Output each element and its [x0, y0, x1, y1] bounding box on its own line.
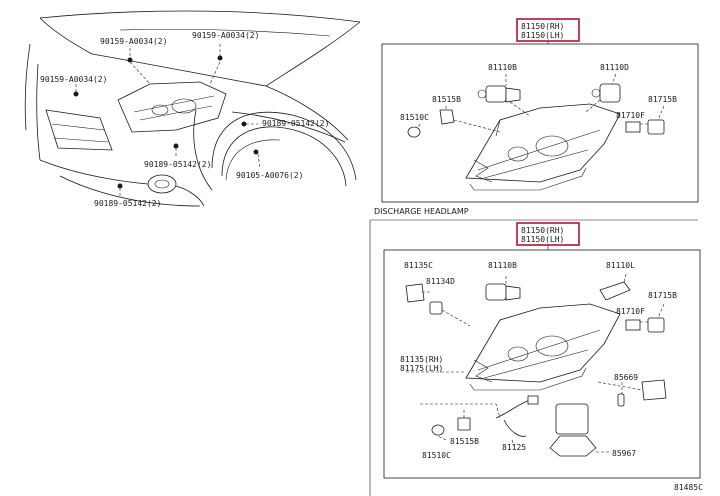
discharge-part-81710f: 81710F [616, 307, 645, 316]
figure-code: 81485C [674, 483, 703, 492]
bulb-81110l-discharge [599, 281, 631, 301]
callout-90159-a0034-left: 90159-A0034(2) [100, 37, 167, 46]
discharge-part-81134d: 81134D [426, 277, 455, 286]
discharge-part-81715b: 81715B [648, 291, 677, 300]
discharge-part-81135c: 81135C [404, 261, 433, 270]
discharge-part-85669: 85669 [614, 373, 638, 382]
bulb-81510c-discharge [431, 424, 445, 436]
top-part-81715b: 81715B [648, 95, 677, 104]
callout-90189-05142-lower: 90189-05142(2) [144, 160, 211, 169]
top-part-81510c: 81510C [400, 113, 429, 122]
discharge-part-81110l: 81110L [606, 261, 635, 270]
discharge-part-81110b: 81110B [488, 261, 517, 270]
callout-90189-05142-bumper: 90189-05142(2) [94, 199, 161, 208]
top-part-81110d: 81110D [600, 63, 629, 72]
discharge-assembly-lh-label: 81150(LH) [521, 235, 564, 244]
top-part-81710f: 81710F [616, 111, 645, 120]
part-85669 [617, 393, 625, 407]
bulb-81110d-top [591, 83, 621, 103]
bulb-81715b-discharge [647, 317, 665, 333]
top-part-81515b: 81515B [432, 95, 461, 104]
callout-90159-a0034-right: 90159-A0034(2) [192, 31, 259, 40]
top-assembly-rh-label: 81150(RH) [521, 22, 564, 31]
socket-81515b-top [439, 109, 455, 125]
top-part-81110b: 81110B [488, 63, 517, 72]
standard-headlamp-panel [381, 43, 699, 203]
socket-81515b-discharge [457, 417, 471, 431]
socket-81710f-top [625, 121, 641, 133]
bulb-81110b-top [477, 85, 521, 103]
cap-81135c [405, 283, 425, 303]
discharge-section-title: DISCHARGE HEADLAMP [374, 207, 469, 216]
callout-90105-a0076: 90105-A0076(2) [236, 171, 303, 180]
discharge-part-81125: 81125 [502, 443, 526, 452]
top-assembly-lh-label: 81150(LH) [521, 31, 564, 40]
discharge-part-81175-lh: 81175(LH) [400, 364, 443, 373]
discharge-part-85967: 85967 [612, 449, 636, 458]
callout-90159-a0034-grille: 90159-A0034(2) [40, 75, 107, 84]
bulb-81715b-top [647, 119, 665, 135]
socket-81710f-discharge [625, 319, 641, 331]
car-front-illustration [24, 10, 361, 207]
cover-85967 [549, 403, 597, 457]
discharge-assembly-rh-label: 81150(RH) [521, 226, 564, 235]
discharge-part-81515b: 81515B [450, 437, 479, 446]
discharge-part-81135-rh: 81135(RH) [400, 355, 443, 364]
discharge-headlamp-panel [383, 249, 701, 479]
callout-90189-05142-fender: 90189-05142(2) [262, 119, 329, 128]
wire-harness-81125 [495, 395, 539, 437]
ballast-unit [641, 379, 667, 401]
top-headlamp-assembly [465, 103, 621, 191]
discharge-headlamp-assembly [465, 303, 621, 391]
bulb-81510c-top [407, 126, 421, 138]
gasket-81134d [429, 301, 443, 315]
bulb-81110b-discharge [485, 283, 521, 301]
discharge-part-81510c: 81510C [422, 451, 451, 460]
